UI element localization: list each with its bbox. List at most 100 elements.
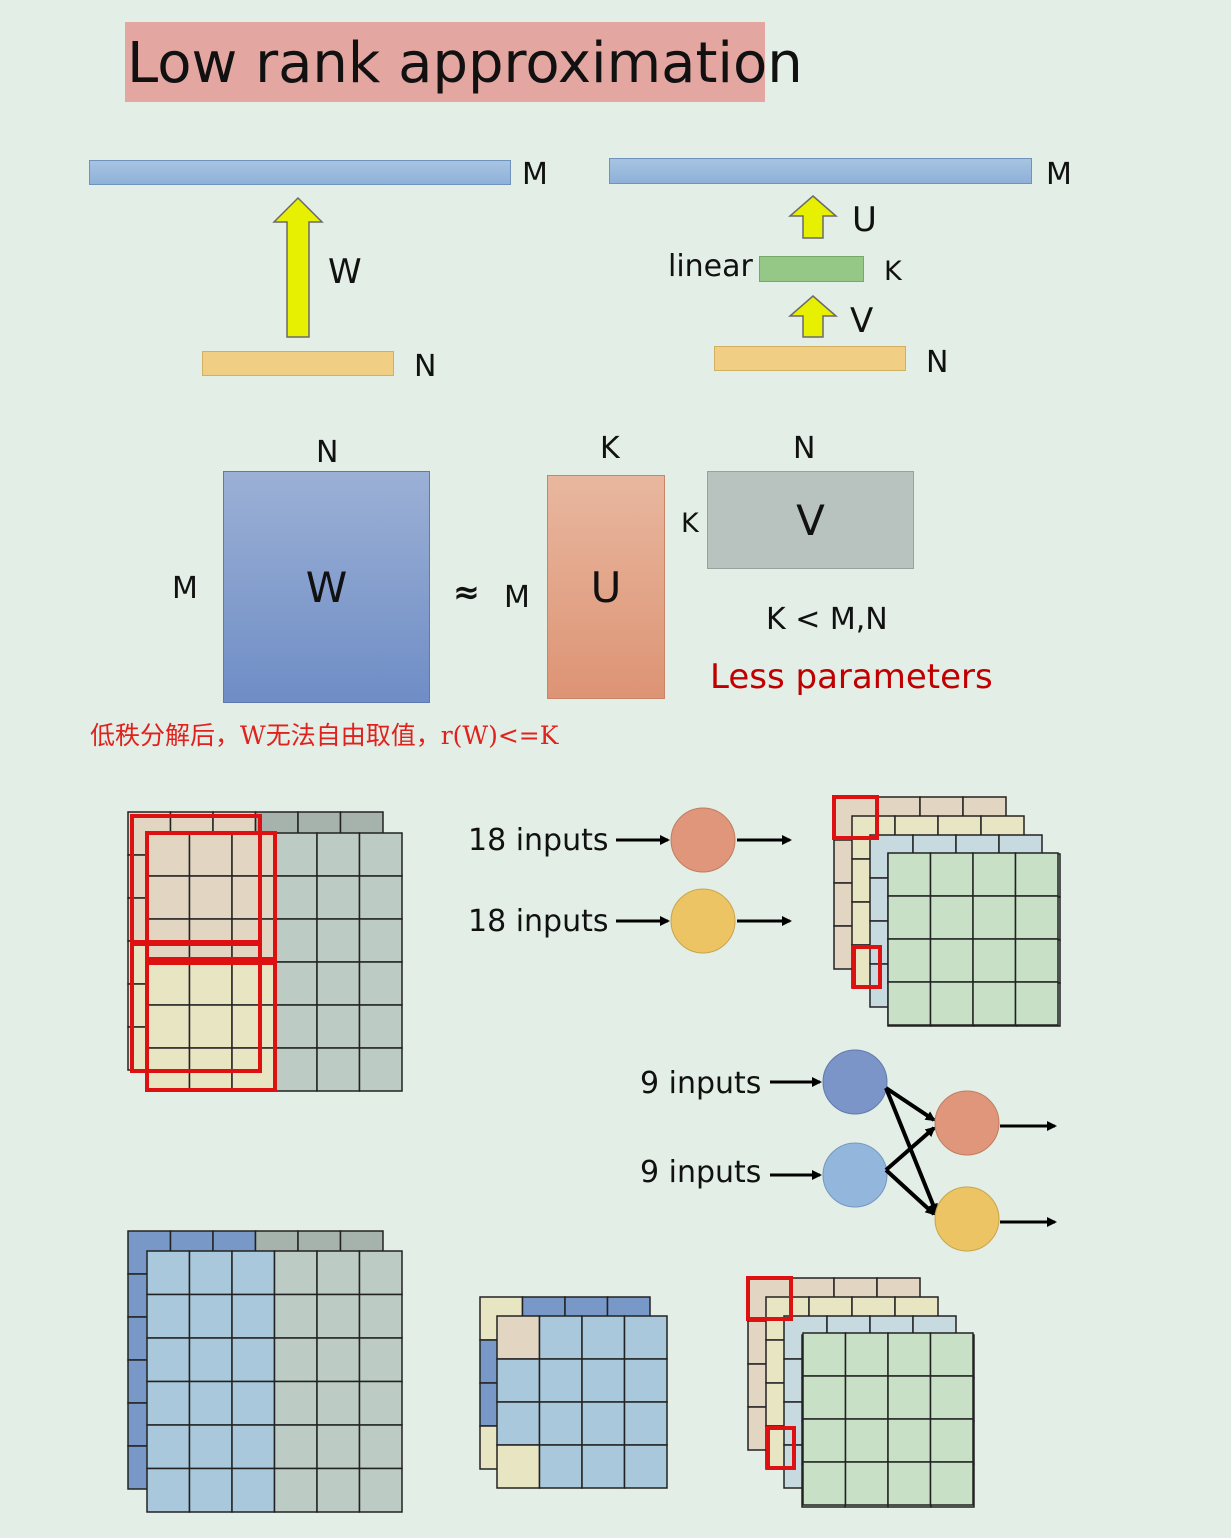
input-back-grid-cell [212,983,257,1028]
pw-output-map-4-cell [887,1377,932,1422]
dw-input-back-grid-cell [339,1445,384,1490]
dw-input-back-grid-cell [339,1230,384,1275]
output-map-2-cell [937,944,982,989]
dw-input-front-grid-cell [358,1293,403,1339]
output-front-map-cell [972,981,1017,1026]
output-map-4-cell [1016,939,1061,984]
pw-output-front-map-cell [929,1461,974,1506]
pw-output-map-1-cell [747,1363,792,1408]
dw-input-front-grid-cell [358,1337,403,1383]
pw-output-front-map-cell [887,1375,932,1420]
dw-input-back-grid-cell [212,1230,257,1275]
input-front-grid-cell [188,918,233,963]
inputs-label-1: 18 inputs [468,823,609,858]
dw-input-back-grid-cell [212,1316,257,1361]
dw-input-front-grid-cell [273,1467,318,1513]
pw-output-front-map-cell [844,1418,889,1463]
input-back-grid-cell [297,1026,342,1071]
u-cols-label: K [600,431,620,466]
dw-input-front-grid-cell [358,1250,403,1296]
pw-output-map-2-cell [765,1296,810,1341]
w-rows-label: M [172,571,198,606]
pw-output-front-map-cell [844,1461,889,1506]
pw-output-highlight-2 [766,1426,796,1470]
pw-output-map-1-cell [790,1363,835,1408]
pw-output-map-2-cell [894,1425,939,1470]
input-front-grid-cell [146,875,191,920]
dw-input-back-grid-cell [127,1445,172,1490]
input-front-grid-cell [231,961,276,1006]
output-map-3-cell [998,834,1043,879]
pw-output-map-4-cell [801,1377,846,1422]
neuron-blue-1 [822,1049,888,1115]
pw-output-front-map-cell [802,1375,847,1420]
output-map-2-cell [937,815,982,860]
dw-mid-front-grid-cell [581,1444,626,1489]
input-bar-n [202,351,394,376]
pw-output-map-1-cell [747,1406,792,1451]
u-arrow-icon [787,195,839,239]
input-front-grid-cell [146,832,191,877]
input-front-grid-cell [273,875,318,920]
output-map-3-cell [912,963,957,1008]
input-back-grid-cell [169,983,214,1028]
dw-mid-front-grid-cell [581,1358,626,1403]
dw-mid-front-grid-cell [623,1401,668,1446]
dw-mid-front-grid-cell [623,1315,668,1360]
input-front-grid-cell [231,1047,276,1092]
pw-output-map-4-cell [844,1463,889,1508]
input-back-grid-cell [212,854,257,899]
dw-input-front-grid-cell [146,1380,191,1426]
dw-input-back-grid-cell [254,1230,299,1275]
pw-output-map-3-cell [783,1444,828,1489]
dw-input-front-grid-cell [316,1293,361,1339]
pw-output-front-map-cell [887,1332,932,1377]
matrix-w-label: W [305,562,348,612]
pw-output-map-4-cell [930,1377,975,1422]
pw-output-map-3-cell [826,1315,871,1360]
output-map-4-cell [1016,853,1061,898]
dw-input-front-grid-cell [231,1250,276,1296]
dw-mid-back-grid-cell [564,1382,609,1427]
output-map-1-cell [919,882,964,927]
input-back-grid-cell [254,897,299,942]
dw-input-back-grid-cell [297,1230,342,1275]
page-title: Low rank approximation [125,22,803,102]
output-map-3-cell [869,877,914,922]
pw-output-map-3-cell [826,1401,871,1446]
dw-input-back-grid-cell [297,1316,342,1361]
pw-output-map-4-cell [930,1420,975,1465]
dw-input-front-grid-cell [188,1293,233,1339]
pw-output-map-4-cell [801,1463,846,1508]
dw-input-back-grid-cell [212,1359,257,1404]
dw-mid-front-grid-cell [496,1444,541,1489]
dw-input-front-grid-cell [358,1380,403,1426]
output-map-1-cell [833,839,878,884]
output-map-2-cell [851,901,896,946]
dw-input-front-grid-cell [231,1337,276,1383]
output-front-map-cell [929,981,974,1026]
input-front-grid-cell [316,961,361,1006]
dw-input-back-grid-cell [254,1402,299,1447]
input-front-grid-cell [146,1047,191,1092]
input-back-grid-cell [339,983,384,1028]
input-back-grid-cell [127,811,172,856]
pw-output-map-1-cell [876,1406,921,1451]
dw-mid-back-grid-cell [479,1382,524,1427]
pw-output-map-2-cell [851,1339,896,1384]
dw-input-back-grid-cell [297,1359,342,1404]
pw-output-map-1-cell [790,1406,835,1451]
input-front-grid-cell [316,1004,361,1049]
dw-mid-back-grid-cell [479,1296,524,1341]
input-front-grid-cell [188,961,233,1006]
pw-output-map-4-cell [930,1463,975,1508]
output-map-4-cell [930,853,975,898]
pw-output-map-3-cell [869,1401,914,1446]
linear-label: linear [668,249,753,284]
input-front-grid-cell [231,875,276,920]
inputs-label-3: 9 inputs [640,1066,762,1101]
output-map-1-cell [876,839,921,884]
pw-output-map-3-cell [912,1444,957,1489]
